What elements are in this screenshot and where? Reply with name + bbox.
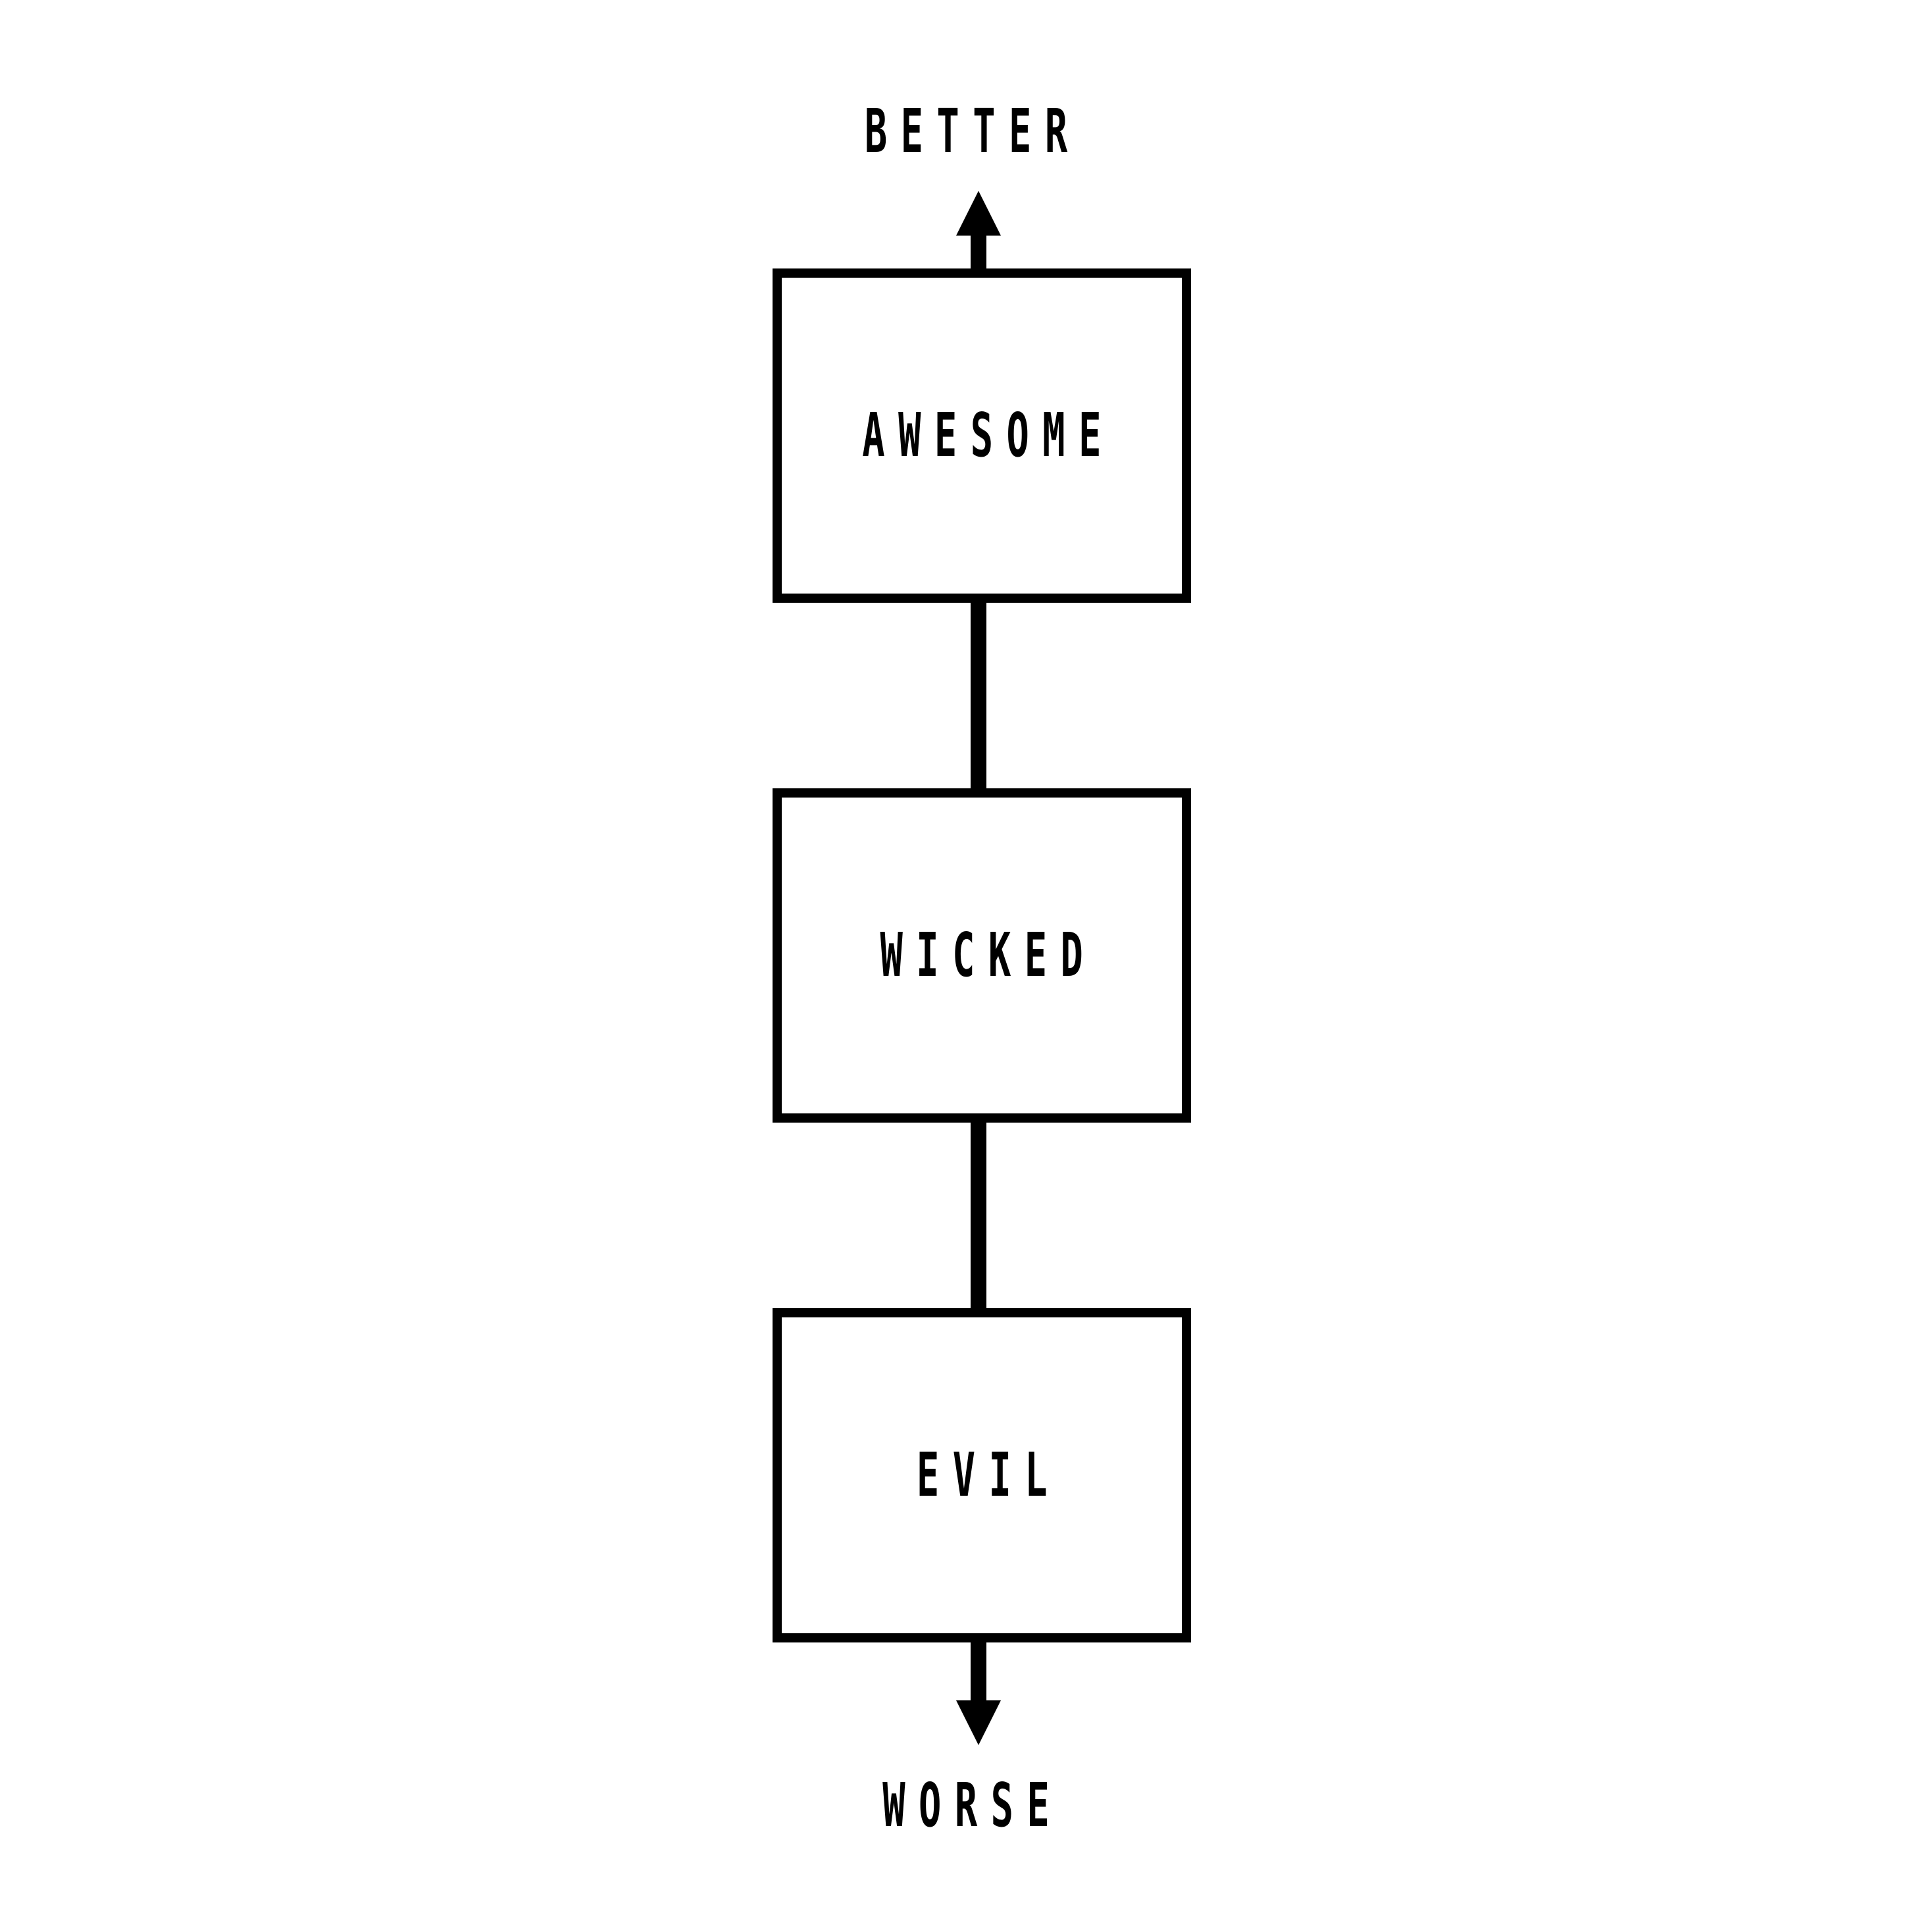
arrow-shaft-down: [971, 1637, 986, 1703]
connector-wicked-evil: [971, 1117, 986, 1311]
arrow-shaft-up: [971, 230, 986, 271]
awesome-box-label: AWESOME: [862, 400, 1115, 470]
wicked-box: WICKED: [773, 788, 1191, 1123]
arrow-down-icon: [956, 1700, 1001, 1745]
worse-label: WORSE: [882, 1770, 1063, 1841]
evil-box-label: EVIL: [916, 1440, 1061, 1510]
wicked-box-label: WICKED: [880, 920, 1097, 990]
better-label: BETTER: [864, 96, 1081, 166]
evil-box: EVIL: [773, 1308, 1191, 1642]
arrow-up-icon: [956, 191, 1001, 236]
awesome-box: AWESOME: [773, 268, 1191, 603]
connector-awesome-wicked: [971, 597, 986, 791]
